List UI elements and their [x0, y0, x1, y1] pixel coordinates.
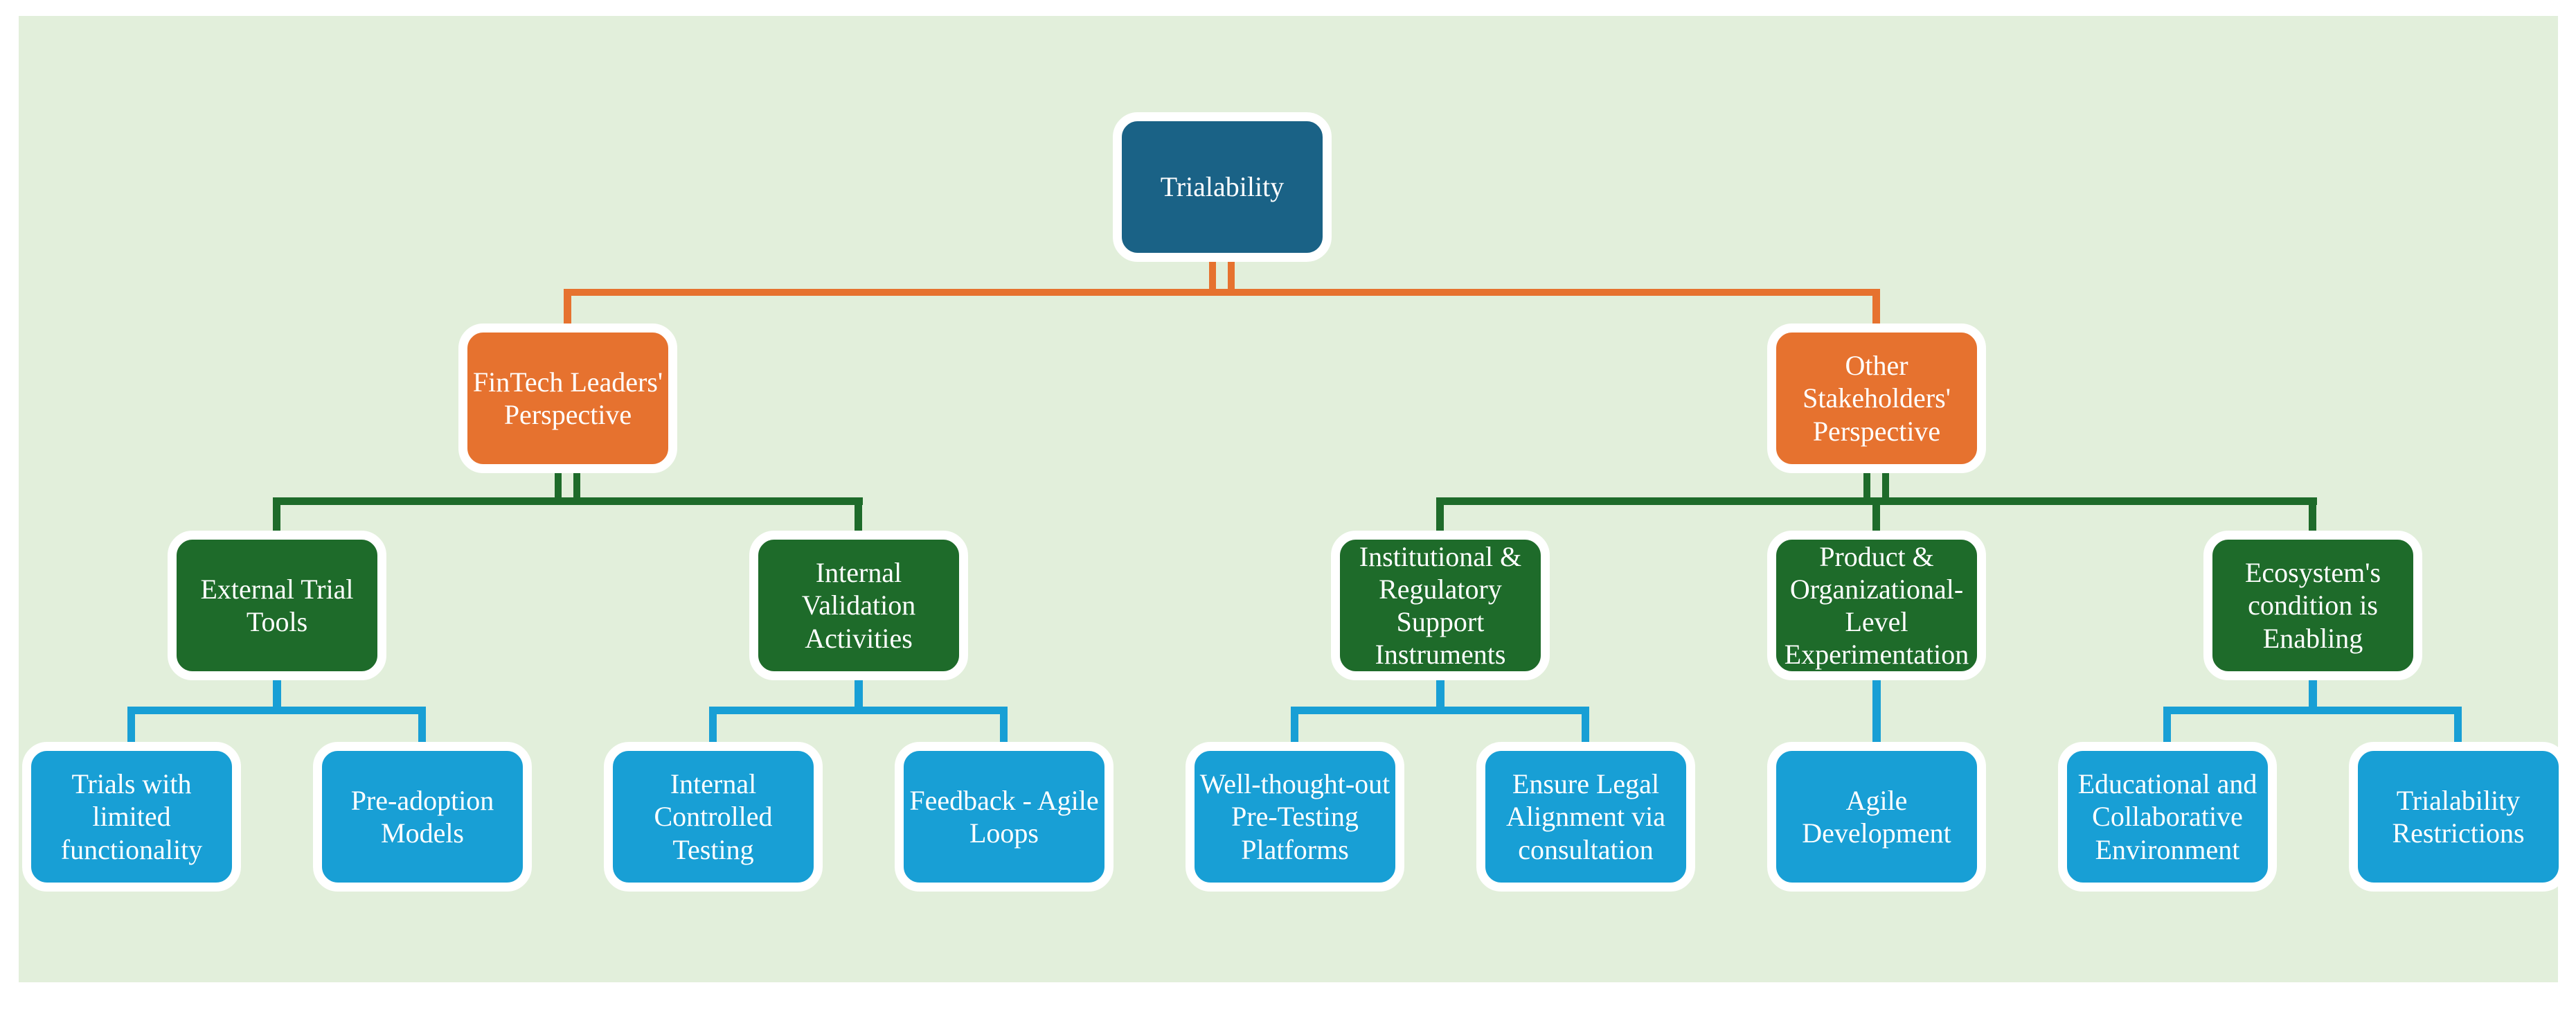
connector-internal-validation-stem [855, 679, 863, 714]
node-internal-validation-activities: Internal Validation Activities [749, 531, 968, 680]
connector-root-stem-right [1228, 260, 1235, 296]
connector-fintech-stem-right [573, 472, 580, 505]
connector-drop-internal-controlled [709, 707, 717, 745]
connector-institutional-bus [1291, 707, 1589, 714]
connector-external-bus [127, 707, 426, 714]
connector-drop-institutional [1436, 497, 1444, 533]
connector-internal-validation-bus [709, 707, 1008, 714]
connector-drop-ensure-legal [1582, 707, 1589, 745]
node-ecosystem-condition-enabling: Ecosystem's condition is Enabling [2203, 531, 2422, 680]
connector-fintech-stem-left [555, 472, 562, 505]
connector-drop-educational [2163, 707, 2171, 745]
connector-ecosystem-stem [2309, 679, 2317, 714]
connector-root-stem-left [1209, 260, 1216, 296]
node-trials-limited-functionality: Trials with limited functionality [22, 742, 241, 892]
connector-fintech-bus [273, 497, 863, 505]
connector-drop-internal-validation [855, 497, 862, 533]
connector-drop-well-thought-out [1291, 707, 1298, 745]
node-ensure-legal-alignment: Ensure Legal Alignment via consultation [1476, 742, 1695, 892]
connector-drop-ecosystem [2309, 497, 2316, 533]
node-institutional-regulatory-support: Institutional & Regulatory Support Instr… [1331, 531, 1550, 680]
node-external-trial-tools: External Trial Tools [168, 531, 386, 680]
node-internal-controlled-testing: Internal Controlled Testing [604, 742, 823, 892]
connector-ecosystem-bus [2163, 707, 2462, 714]
connector-drop-external-trial-tools [273, 497, 280, 533]
node-other-stakeholders-perspective: Other Stakeholders' Perspective [1767, 324, 1986, 473]
connector-other-stem-left [1863, 472, 1870, 505]
node-fintech-leaders-perspective: FinTech Leaders' Perspective [458, 324, 677, 473]
connector-drop-product [1872, 497, 1880, 533]
node-product-organizational-experimentation: Product & Organizational-Level Experimen… [1767, 531, 1986, 680]
node-trialability-restrictions: Trialability Restrictions [2349, 742, 2568, 892]
connector-drop-other-stakeholders [1872, 289, 1880, 326]
connector-drop-fintech [564, 289, 571, 326]
connector-drop-feedback-agile [1000, 707, 1008, 745]
connector-root-bus [564, 289, 1880, 296]
node-trialability: Trialability [1113, 112, 1332, 262]
connector-institutional-stem [1436, 679, 1444, 714]
node-educational-collaborative-environment: Educational and Collaborative Environmen… [2058, 742, 2277, 892]
connector-external-stem [273, 679, 281, 714]
connector-product-stem [1872, 679, 1881, 745]
node-pre-adoption-models: Pre-adoption Models [313, 742, 532, 892]
connector-drop-trials-limited [127, 707, 135, 745]
node-feedback-agile-loops: Feedback - Agile Loops [895, 742, 1113, 892]
connector-other-stem-right [1882, 472, 1889, 505]
connector-drop-trialability-restrictions [2454, 707, 2462, 745]
node-agile-development: Agile Development [1767, 742, 1986, 892]
node-well-thought-out-pre-testing: Well-thought-out Pre-Testing Platforms [1186, 742, 1404, 892]
connector-drop-pre-adoption [418, 707, 426, 745]
